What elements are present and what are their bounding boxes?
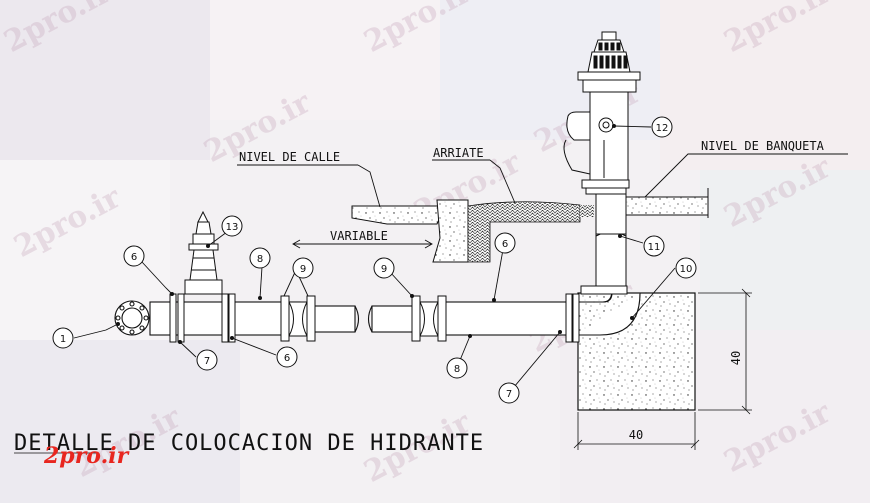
- label-arriate: ARRIATE: [433, 146, 484, 160]
- svg-text:9: 9: [300, 264, 306, 275]
- svg-text:8: 8: [454, 364, 460, 375]
- dimension-width: [573, 412, 700, 450]
- hydrant-outlet: [563, 111, 614, 178]
- pipe-flange-end: [114, 300, 150, 336]
- svg-text:6: 6: [284, 353, 290, 364]
- arriate-ground: [467, 201, 581, 263]
- label-variable: VARIABLE: [330, 229, 388, 243]
- coupling-left: [280, 295, 316, 342]
- dim-height-label: 40: [729, 351, 743, 365]
- logo-2pro: 2pro.ir: [44, 443, 129, 469]
- dimension-height: [698, 288, 752, 415]
- leader-dots: [116, 124, 634, 344]
- street-curb: [351, 199, 469, 263]
- svg-text:7: 7: [204, 356, 210, 367]
- balloon-11: [643, 235, 665, 257]
- svg-text:8: 8: [257, 254, 263, 265]
- leader-lines: [73, 125, 848, 394]
- svg-text:10: 10: [680, 264, 693, 275]
- svg-text:6: 6: [131, 252, 137, 263]
- label-nivel-de-banqueta: NIVEL DE BANQUETA: [701, 139, 825, 153]
- balloon-12: [651, 116, 673, 138]
- svg-text:7: 7: [506, 389, 512, 400]
- banqueta: [580, 188, 709, 218]
- svg-text:13: 13: [226, 222, 239, 233]
- coupling-right: [411, 295, 447, 342]
- svg-text:9: 9: [381, 264, 387, 275]
- balloon-13: [221, 215, 243, 237]
- hydrant-riser: [577, 71, 641, 295]
- balloons: [52, 116, 697, 404]
- dim-width-label: 40: [629, 428, 643, 442]
- drawing-title: DETALLE DE COLOCACION DE HIDRANTE: [14, 431, 484, 456]
- label-nivel-de-calle: NIVEL DE CALLE: [239, 150, 340, 164]
- svg-text:12: 12: [656, 123, 669, 134]
- balloon-7a: [196, 349, 218, 371]
- gate-valve: [184, 210, 223, 295]
- balloon-9a: [292, 257, 314, 279]
- balloon-8b: [446, 357, 468, 379]
- balloon-9b: [373, 257, 395, 279]
- hydrant-bonnet: [587, 31, 631, 73]
- balloon-6b: [276, 346, 298, 368]
- balloon-10: [675, 257, 697, 279]
- svg-text:1: 1: [60, 334, 66, 345]
- svg-text:6: 6: [502, 239, 508, 250]
- balloon-6a: [123, 245, 145, 267]
- balloon-8a: [249, 247, 271, 269]
- balloon-7b: [498, 382, 520, 404]
- svg-text:11: 11: [648, 242, 661, 253]
- balloon-1: [52, 327, 74, 349]
- balloon-6c: [494, 232, 516, 254]
- balloon-numbers: 1 6 7 8 6 9 9 13 6 8 7 10 11 12: [60, 123, 693, 400]
